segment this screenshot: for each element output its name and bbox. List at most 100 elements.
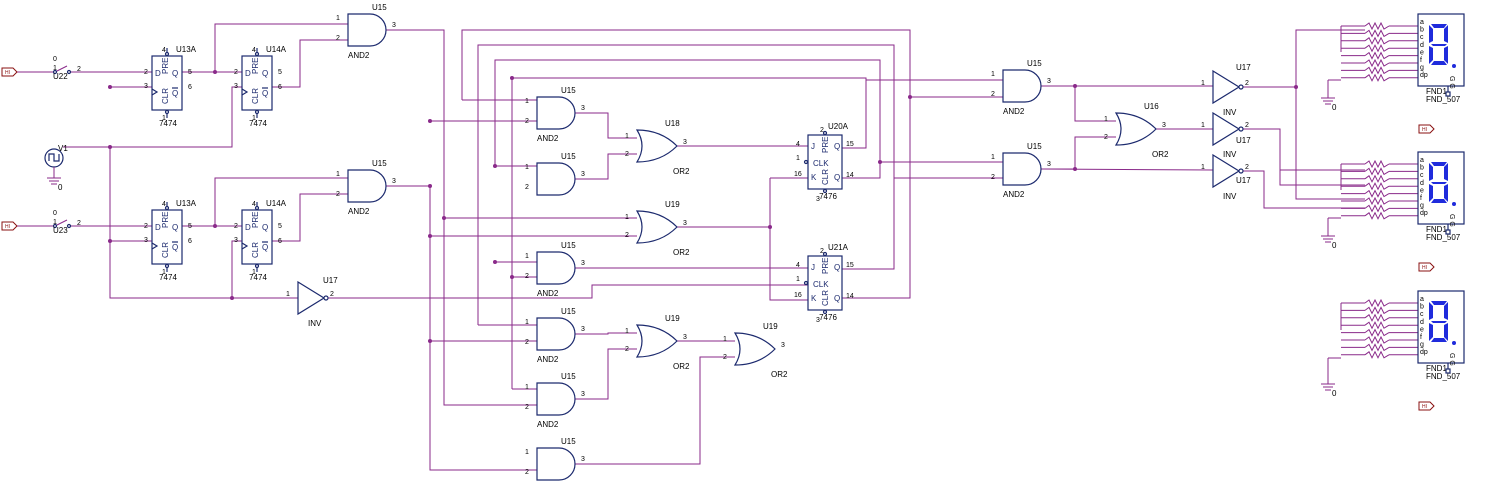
junction-dot: [230, 296, 234, 300]
wire: [1040, 168, 1214, 171]
pin-number: 3: [144, 237, 148, 244]
pin-number: 2: [991, 174, 995, 181]
resistor: [1364, 196, 1390, 206]
inverter-bubble: [323, 295, 329, 301]
segment-pin-label: a: [1420, 157, 1424, 164]
junction-dot: [213, 70, 217, 74]
pin-number: 1: [252, 115, 256, 122]
pin-label-j: J: [811, 263, 815, 272]
junction-dot: [510, 76, 514, 80]
pin-number: 5: [188, 69, 192, 76]
pin-number: 1: [1104, 116, 1108, 123]
pin-number: 16: [794, 171, 802, 178]
pin-number: 3: [781, 342, 785, 349]
pin-number: 1: [525, 98, 529, 105]
resistor: [1364, 73, 1390, 82]
ref-designator: U18: [665, 119, 680, 128]
pin-number: 5: [278, 223, 282, 230]
part-number: 7474: [159, 119, 177, 128]
pin-bubble: [164, 109, 170, 115]
ref-designator: U15: [561, 437, 576, 446]
and-body: [347, 169, 387, 203]
ref-designator: U21A: [828, 243, 849, 252]
switch-pin: 1: [53, 219, 57, 226]
segment-pin-label: dp: [1420, 349, 1428, 356]
pin-label-clr: CLR: [821, 169, 830, 185]
wires: [17, 23, 1418, 471]
segment-pin-label: e: [1420, 49, 1424, 56]
clock-marker: [241, 242, 249, 250]
part-number: 7474: [249, 119, 267, 128]
and-body: [347, 13, 387, 47]
segment-pin-label: g: [1420, 65, 1424, 72]
pin-number: 2: [1245, 80, 1249, 87]
hi-port: HI: [1418, 124, 1435, 134]
pin-pad: [1445, 91, 1451, 97]
pin-number: 1: [525, 319, 529, 326]
pin-number: 2: [525, 273, 529, 280]
segment-b: [1444, 25, 1448, 43]
pin-label-q: Q: [262, 223, 268, 232]
pin-label-q: Q: [834, 263, 840, 272]
junction-dot: [108, 239, 112, 243]
pin-number: 3: [683, 139, 687, 146]
pin-number: 1: [525, 449, 529, 456]
segment-pin-label: c: [1420, 172, 1424, 179]
segment-pin-label: g: [1420, 342, 1424, 349]
pin-number: 3: [144, 83, 148, 90]
pin-bubble: [254, 51, 260, 57]
resistor: [1364, 306, 1390, 315]
segment-pin-label: c: [1420, 311, 1424, 318]
pin-label-qbar: Q: [834, 173, 840, 182]
segment-f: [1429, 25, 1433, 43]
pin-label-qbar: Q: [172, 243, 178, 252]
clock-marker: [151, 88, 159, 96]
ref-designator: U15: [561, 241, 576, 250]
part-number: INV: [308, 319, 322, 328]
pin-label-q: Q: [262, 69, 268, 78]
pin-label-clr: CLR: [161, 88, 170, 104]
common-pin-label: G G: [1448, 353, 1455, 366]
pin-number: 2: [723, 354, 727, 361]
ref-designator: U17: [1236, 176, 1251, 185]
hi-port: HI: [1, 67, 18, 77]
segment-pin-label: e: [1420, 326, 1424, 333]
pin-number: 1: [162, 115, 166, 122]
resistor: [1364, 335, 1390, 345]
wire: [477, 44, 895, 325]
part-number: 7476: [819, 192, 837, 201]
ground-label: 0: [1332, 241, 1337, 250]
segment-pin-label: b: [1420, 27, 1424, 34]
pin-pad: [1445, 229, 1451, 235]
pin-number: 1: [1201, 80, 1205, 87]
segment-pin-label: f: [1420, 334, 1422, 341]
junction-dot: [493, 164, 497, 168]
port-shape: [1418, 262, 1435, 272]
pin-label-pre: PRE: [251, 212, 260, 228]
segment-c: [1444, 323, 1448, 341]
pin-number: 14: [846, 293, 854, 300]
segment-g: [1431, 182, 1447, 184]
inverter-body: [1212, 69, 1241, 105]
pin-number: 2: [525, 404, 529, 411]
part-number: OR2: [673, 167, 690, 176]
pin-number: 2: [234, 223, 238, 230]
wire: [1243, 170, 1365, 209]
pin-label-clr: CLR: [251, 242, 260, 258]
ref-designator: U14A: [266, 199, 287, 208]
segment-c: [1444, 46, 1448, 64]
segment-pin-label: e: [1420, 187, 1424, 194]
segment-dp: [1452, 341, 1456, 345]
pin-number: 15: [846, 141, 854, 148]
part-number: AND2: [537, 420, 559, 429]
or-body: [635, 324, 678, 358]
wire: [575, 112, 637, 139]
